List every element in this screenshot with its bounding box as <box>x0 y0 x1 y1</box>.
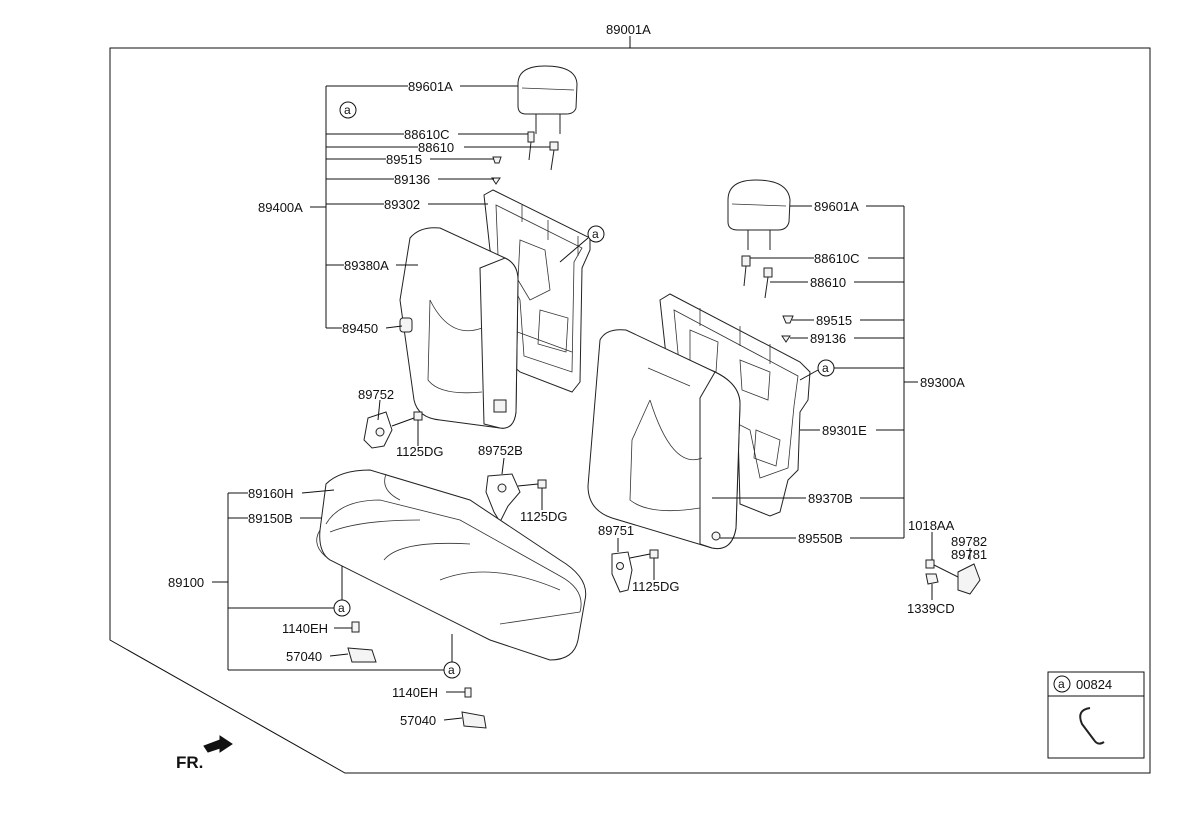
label-right-guide: 88610 <box>810 275 846 290</box>
label-right-89136: 89136 <box>810 331 846 346</box>
label-right-89781: 89781 <box>951 547 987 562</box>
label-center-hinge: 89752B <box>478 443 523 458</box>
label-left-bolt: 1125DG <box>396 444 443 459</box>
legend-marker-circle <box>1053 675 1071 693</box>
label-left-headrest: 89601A <box>408 79 453 94</box>
label-right-89550: 89550B <box>798 531 843 546</box>
left-seatback-cover-part <box>399 227 519 429</box>
ref-mark-circle <box>443 661 461 679</box>
label-left-89136: 89136 <box>394 172 430 187</box>
right-seatback-group: a 89601A 88610C 88610 89515 89136 89300A… <box>587 179 965 550</box>
seat-cushion-group: a a 89160H 89150B 89100 1140EH 57040 114… <box>168 469 587 729</box>
left-headrest-part <box>517 65 578 134</box>
ref-mark-text: a <box>822 361 829 375</box>
cushion-hardware <box>347 621 487 729</box>
label-left-assembly: 89400A <box>258 200 303 215</box>
legend-part-number: 00824 <box>1076 677 1112 692</box>
right-hardware-part <box>925 532 981 600</box>
label-center-hinge-b: 89751 <box>598 523 634 538</box>
ref-mark-text: a <box>338 601 345 615</box>
ref-mark-circle <box>339 101 357 119</box>
label-cushion-assembly: 89100 <box>168 575 204 590</box>
center-hinge-part <box>485 457 547 524</box>
ref-mark-circle <box>817 359 835 377</box>
label-assembly-89001A: 89001A <box>606 22 651 37</box>
label-cushion-bracket-2: 57040 <box>400 713 436 728</box>
right-seatback-cover-part <box>587 329 741 550</box>
left-seatback-frame-part <box>483 189 591 393</box>
left-seatback-group: a a 89601A 88610C 88610 89515 89136 8930… <box>258 65 605 459</box>
label-right-89515: 89515 <box>816 313 852 328</box>
front-direction-label: FR. <box>176 753 203 772</box>
right-headrest-part <box>727 179 791 250</box>
ref-mark-circle <box>333 599 351 617</box>
label-left-guide-c: 88610C <box>404 127 450 142</box>
label-cushion-pad: 89150B <box>248 511 293 526</box>
legend-box: a 00824 <box>1047 671 1145 759</box>
label-cushion-bolt-1: 1140EH <box>282 621 328 636</box>
ref-mark-circle <box>587 225 605 243</box>
center-hinges-group: 89752B 1125DG 89751 1125DG <box>478 443 679 594</box>
label-left-89515: 89515 <box>386 152 422 167</box>
cushion-callouts <box>212 489 465 721</box>
label-right-assembly: 89300A <box>920 375 965 390</box>
label-left-guide: 88610 <box>418 140 454 155</box>
label-left-89450: 89450 <box>342 321 378 336</box>
left-hinge-part <box>363 411 423 449</box>
label-center-bolt: 1125DG <box>520 509 567 524</box>
seat-cushion-part <box>316 469 587 661</box>
label-cushion-bolt-2: 1140EH <box>392 685 438 700</box>
legend-clip-part <box>1079 707 1105 745</box>
label-right-bolt: 1018AA <box>908 518 955 533</box>
right-hardware-group: 1018AA 89782 89781 1339CD <box>907 518 987 616</box>
label-right-cover: 89370B <box>808 491 853 506</box>
legend-marker-text: a <box>1058 677 1065 691</box>
label-left-hinge: 89752 <box>358 387 394 402</box>
label-left-frame: 89302 <box>384 197 420 212</box>
label-cushion-bracket-1: 57040 <box>286 649 322 664</box>
label-cushion-cover: 89160H <box>248 486 294 501</box>
right-back-callouts <box>712 205 918 539</box>
label-right-guide-c: 88610C <box>814 251 860 266</box>
label-right-nut: 1339CD <box>907 601 955 616</box>
label-right-headrest: 89601A <box>814 199 859 214</box>
right-headrest-guides <box>741 255 794 343</box>
left-back-callouts <box>310 85 589 446</box>
label-right-89782: 89782 <box>951 534 987 549</box>
assembly-boundary: 89001A <box>109 22 1151 774</box>
label-right-frame: 89301E <box>822 423 867 438</box>
ref-mark-text: a <box>448 663 455 677</box>
label-center-bolt-b: 1125DG <box>632 579 679 594</box>
ref-mark-text: a <box>592 227 599 241</box>
front-direction-indicator: FR. <box>176 735 233 772</box>
front-arrow-icon <box>203 735 233 753</box>
label-left-cover: 89380A <box>344 258 389 273</box>
center-hinge-b-part <box>611 538 659 593</box>
left-headrest-guides <box>491 131 559 185</box>
ref-mark-text: a <box>344 103 351 117</box>
